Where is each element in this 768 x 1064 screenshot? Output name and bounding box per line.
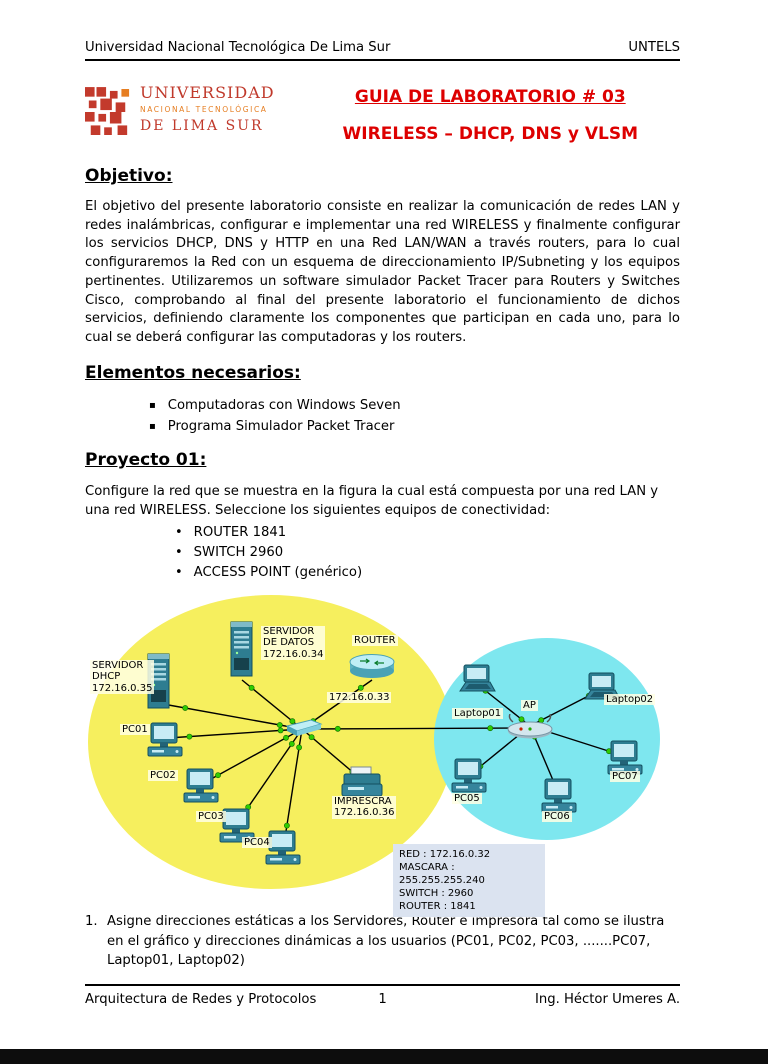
link-status-dot xyxy=(182,704,189,711)
device-label: PC04 xyxy=(242,836,272,849)
device-label: PC03 xyxy=(196,810,226,823)
document-page: Universidad Nacional Tecnológica De Lima… xyxy=(0,40,768,971)
heading-objetivo: Objetivo: xyxy=(85,166,173,186)
device-label: ROUTER xyxy=(352,634,398,647)
device-label: PC06 xyxy=(542,810,572,823)
footer-course-name: Arquitectura de Redes y Protocolos xyxy=(85,992,317,1007)
link-status-dot xyxy=(518,716,525,722)
list-item: ROUTER 1841 xyxy=(175,523,680,543)
link-status-dot xyxy=(334,725,341,732)
list-item: ACCESS POINT (genérico) xyxy=(175,563,680,583)
elementos-list: Computadoras con Windows Seven Programa … xyxy=(149,395,680,437)
info-line-red: RED : 172.16.0.32 xyxy=(399,848,491,860)
instruction-number: 1. xyxy=(85,913,98,929)
instruction-item-1: 1. Asigne direcciones estáticas a los Se… xyxy=(85,912,680,971)
device-label: SERVIDOR DHCP 172.16.0.35 xyxy=(90,659,155,695)
info-line-router: ROUTER : 1841 xyxy=(399,900,476,912)
device-label: AP xyxy=(521,699,538,712)
device-label: 172.16.0.33 xyxy=(327,691,392,704)
link-status-dot xyxy=(248,684,255,691)
device-label: PC01 xyxy=(120,723,150,736)
network-topology-figure: SERVIDOR DHCP 172.16.0.35 SERVIDOR DE DAT… xyxy=(85,588,685,917)
link-status-dot xyxy=(276,721,283,728)
page-header: Universidad Nacional Tecnológica De Lima… xyxy=(85,40,680,61)
link-status-dot xyxy=(357,684,364,691)
objetivo-paragraph: El objetivo del presente laboratorio con… xyxy=(85,199,680,346)
link-status-dot xyxy=(283,822,290,829)
link-status-dot xyxy=(308,734,315,740)
list-item: Computadoras con Windows Seven xyxy=(149,395,680,416)
network-info-box: RED : 172.16.0.32 MASCARA : 255.255.255.… xyxy=(393,843,545,917)
device-label: Laptop02 xyxy=(604,693,656,706)
link-status-dot xyxy=(215,772,221,778)
info-line-mascara: MASCARA : 255.255.255.240 xyxy=(399,861,485,886)
pc-icon xyxy=(606,740,646,780)
device-label: PC05 xyxy=(452,792,482,805)
list-item: Programa Simulador Packet Tracer xyxy=(149,416,680,437)
header-acronym: UNTELS xyxy=(628,40,680,55)
laptop-icon xyxy=(457,664,497,698)
router-icon xyxy=(348,652,396,684)
link-status-dot xyxy=(296,744,302,751)
heading-proyecto: Proyecto 01: xyxy=(85,450,207,471)
heading-elementos: Elementos necesarios: xyxy=(85,362,301,383)
device-label: SERVIDOR DE DATOS 172.16.0.34 xyxy=(261,625,326,661)
logo-line-1: UNIVERSIDAD xyxy=(140,83,275,102)
university-logo-text: UNIVERSIDAD NACIONAL TECNOLÓGICA DE LIMA… xyxy=(140,83,275,134)
scan-edge-bar xyxy=(0,1049,768,1064)
device-label: PC07 xyxy=(610,770,640,783)
device-label: IMPRESCRA 172.16.0.36 xyxy=(332,795,397,819)
device-label: Laptop01 xyxy=(452,707,504,720)
link-status-dot xyxy=(283,734,289,741)
list-item: SWITCH 2960 xyxy=(175,543,680,563)
link-status-dot xyxy=(186,733,193,740)
page-footer: Arquitectura de Redes y Protocolos 1 Ing… xyxy=(85,984,680,1007)
document-title: GUIA DE LABORATORIO # 03 xyxy=(354,87,626,107)
title-section: UNIVERSIDAD NACIONAL TECNOLÓGICA DE LIMA… xyxy=(85,83,680,144)
link-status-dot xyxy=(487,725,494,731)
logo-line-3: DE LIMA SUR xyxy=(140,118,264,134)
switch-icon xyxy=(281,718,323,742)
proyecto-intro: Configure la red que se muestra en la fi… xyxy=(85,484,659,519)
ap-icon xyxy=(505,713,555,744)
pc-icon xyxy=(540,778,580,818)
document-subtitle: WIRELESS – DHCP, DNS y VLSM xyxy=(342,124,639,144)
instruction-text: Asigne direcciones estáticas a los Servi… xyxy=(107,913,665,969)
header-university-name: Universidad Nacional Tecnológica De Lima… xyxy=(85,40,391,55)
server-icon xyxy=(228,620,256,682)
logo-line-2: NACIONAL TECNOLÓGICA xyxy=(140,105,268,114)
link-status-dot xyxy=(289,718,296,724)
info-line-switch: SWITCH : 2960 xyxy=(399,887,474,899)
pc-icon xyxy=(264,830,304,870)
pc-icon xyxy=(182,768,222,808)
link-status-dot xyxy=(288,740,295,747)
page-number: 1 xyxy=(378,992,387,1007)
document-titles: GUIA DE LABORATORIO # 03 WIRELESS – DHCP… xyxy=(275,83,680,144)
pc-icon xyxy=(218,808,258,848)
university-logo-icon xyxy=(85,87,130,135)
footer-author: Ing. Héctor Umeres A. xyxy=(534,992,681,1007)
equipos-list: ROUTER 1841 SWITCH 2960 ACCESS POINT (ge… xyxy=(175,523,680,582)
pc-icon xyxy=(450,758,490,798)
link-status-dot xyxy=(277,727,284,734)
device-label: PC02 xyxy=(148,769,178,782)
pc-icon xyxy=(146,722,186,762)
